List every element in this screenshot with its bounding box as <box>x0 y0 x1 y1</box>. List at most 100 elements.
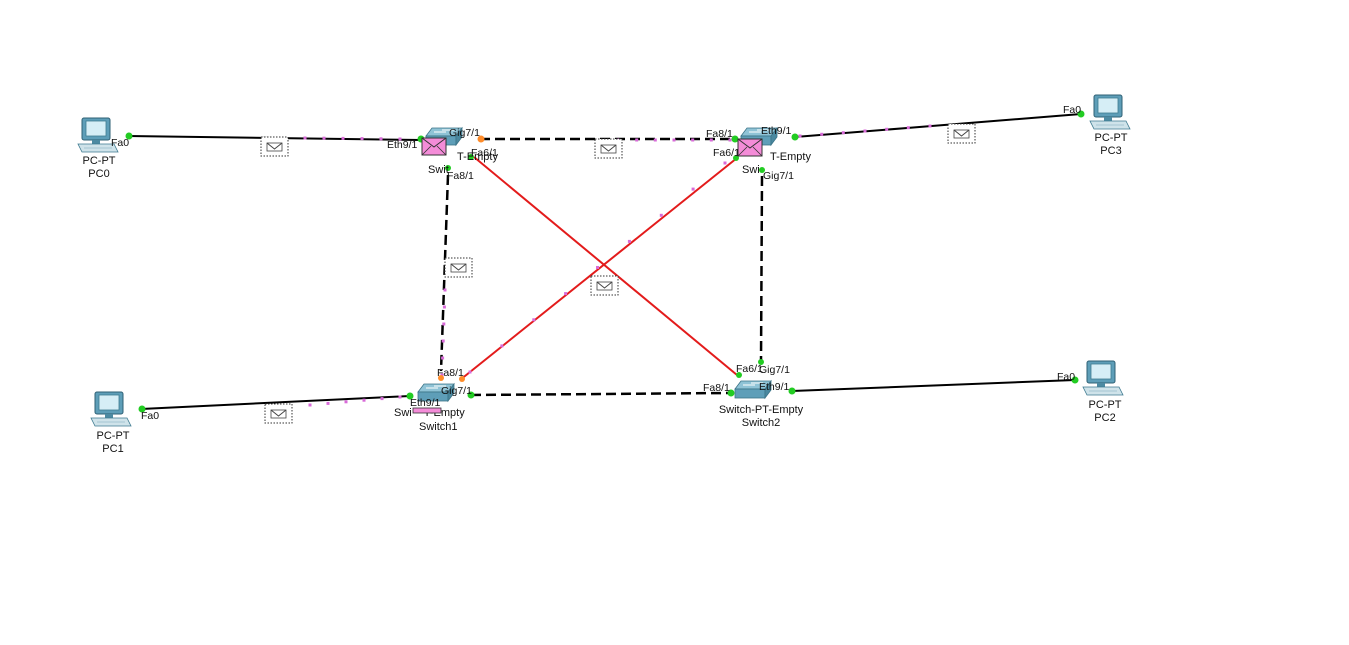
pdu-envelope-icon[interactable] <box>737 138 763 157</box>
port-label-sw2-fa6: Fa6/1 <box>736 363 763 375</box>
port-lights <box>125 110 1085 413</box>
light-pc3-fa0 <box>1077 110 1085 118</box>
packet-trail-dot <box>360 137 364 141</box>
link-switch0-switch1[interactable] <box>439 174 450 372</box>
pdu-envelope-icon[interactable] <box>412 407 442 414</box>
pc1[interactable] <box>90 391 132 427</box>
switch2-model: Switch-PT-Empty <box>719 404 804 416</box>
pdu-envelope-icon[interactable] <box>444 257 473 278</box>
packet-trail-dot <box>691 187 695 191</box>
port-label-sw1-gig7: Gig7/1 <box>441 385 472 397</box>
pc-icon[interactable] <box>1089 94 1131 130</box>
packet-trail-dot <box>380 397 384 401</box>
light-sw3-fa6 <box>733 155 739 161</box>
switch0-name: Swit <box>428 164 449 176</box>
pdu-envelope-icon[interactable] <box>421 137 447 156</box>
port-label-pc3-fa0: Fa0 <box>1063 104 1081 116</box>
packet-trail-dot <box>398 137 402 141</box>
port-label-sw0-fa8: Fa8/1 <box>447 170 474 182</box>
light-sw1-fa8 <box>438 375 444 381</box>
packet-trail-dot <box>928 124 932 128</box>
light-sw3-fa8 <box>731 135 739 143</box>
light-sw2-fa6 <box>736 372 742 378</box>
switch0-model: T-Empty <box>457 151 498 163</box>
packet-trail-dot <box>659 213 663 217</box>
packet-trail-dot <box>672 138 676 142</box>
light-sw1-gig7 <box>467 391 475 399</box>
port-label-sw3-fa6: Fa6/1 <box>713 147 740 159</box>
packet-trail-dot <box>322 136 326 140</box>
switch3-name: Swi <box>742 164 760 176</box>
light-pc0-fa0 <box>125 132 133 140</box>
pc0-model: PC-PT <box>83 155 116 167</box>
pc1-model: PC-PT <box>97 430 130 442</box>
port-label-pc2-fa0: Fa0 <box>1057 371 1075 383</box>
packet-trail-dot <box>564 292 568 296</box>
packet-trail-dot <box>709 138 713 142</box>
packet-trail-dot <box>441 339 445 343</box>
pc2[interactable] <box>1082 360 1124 396</box>
packet-trail-dot <box>728 138 732 142</box>
packet-trail-dot <box>440 373 444 377</box>
packet-trail-dot <box>653 138 657 142</box>
light-sw1-cross <box>459 376 465 382</box>
link-switch3-switch2[interactable] <box>759 175 764 363</box>
switch1-name: Switch1 <box>419 421 458 433</box>
pc0-name: PC0 <box>88 168 109 180</box>
link-switch1-switch2[interactable] <box>470 391 731 397</box>
pc-icon[interactable] <box>90 391 132 427</box>
packet-trail-dot <box>341 136 345 140</box>
link-pc1-switch1[interactable] <box>140 395 411 410</box>
packet-trail-dot <box>442 322 446 326</box>
pc3-model: PC-PT <box>1095 132 1128 144</box>
port-label-sw2-gig7: Gig7/1 <box>759 364 790 376</box>
pc3[interactable] <box>1089 94 1131 130</box>
link-switch0-switch2-cross[interactable] <box>473 156 738 376</box>
port-label-sw2-eth9: Eth9/1 <box>759 381 790 393</box>
packet-trail-dot <box>303 136 307 140</box>
packet-trail-dot <box>691 138 695 142</box>
packet-trail-dot <box>441 356 445 360</box>
packet-trail-dot <box>885 127 889 131</box>
light-sw3-eth9 <box>791 133 799 141</box>
link-switch2-pc2[interactable] <box>791 379 1076 392</box>
pdu-envelope-icon[interactable] <box>264 403 293 424</box>
pc3-name: PC3 <box>1100 145 1121 157</box>
pdu-envelope-icon[interactable] <box>594 138 623 159</box>
packet-trail-dot <box>635 138 639 142</box>
light-sw0-gig7 <box>477 135 485 143</box>
light-pc1-fa0 <box>138 405 146 413</box>
pc-icon[interactable] <box>1082 360 1124 396</box>
port-label-sw0-fa6: Fa6/1 <box>471 147 498 159</box>
packet-trail-dot <box>798 134 802 138</box>
port-label-sw2-fa8: Fa8/1 <box>703 382 730 394</box>
packet-trail-dot <box>841 131 845 135</box>
port-label-sw3-fa8: Fa8/1 <box>706 128 733 140</box>
light-sw0-fa8 <box>445 165 451 171</box>
pdu-envelope-icon[interactable] <box>590 275 619 296</box>
light-sw0-fa6 <box>468 154 474 160</box>
packet-trail-dot <box>344 400 348 404</box>
packet-trail-dot <box>723 161 727 165</box>
port-label-sw3-eth9: Eth9/1 <box>761 125 792 137</box>
port-label-sw0-gig7: Gig7/1 <box>449 127 480 139</box>
light-sw2-gig7 <box>758 359 764 365</box>
pc2-name: PC2 <box>1094 412 1115 424</box>
port-label-sw3-gig7: Gig7/1 <box>763 170 794 182</box>
packet-trail-dot <box>362 398 366 402</box>
pdu-envelope-icon[interactable] <box>947 123 976 144</box>
link-switch3-pc3[interactable] <box>794 113 1082 138</box>
packet-trail-dot <box>500 344 504 348</box>
packet-trails <box>303 124 932 407</box>
port-label-sw1-fa8: Fa8/1 <box>437 367 464 379</box>
packet-trail-dot <box>398 395 402 399</box>
light-sw2-eth9 <box>788 387 796 395</box>
packet-trail-dot <box>442 305 446 309</box>
port-label-pc1-fa0: Fa0 <box>141 410 159 422</box>
light-sw2-fa8 <box>727 389 735 397</box>
pdu-envelope-icon[interactable] <box>260 136 289 157</box>
pc2-model: PC-PT <box>1089 399 1122 411</box>
packet-trail-dot <box>379 137 383 141</box>
